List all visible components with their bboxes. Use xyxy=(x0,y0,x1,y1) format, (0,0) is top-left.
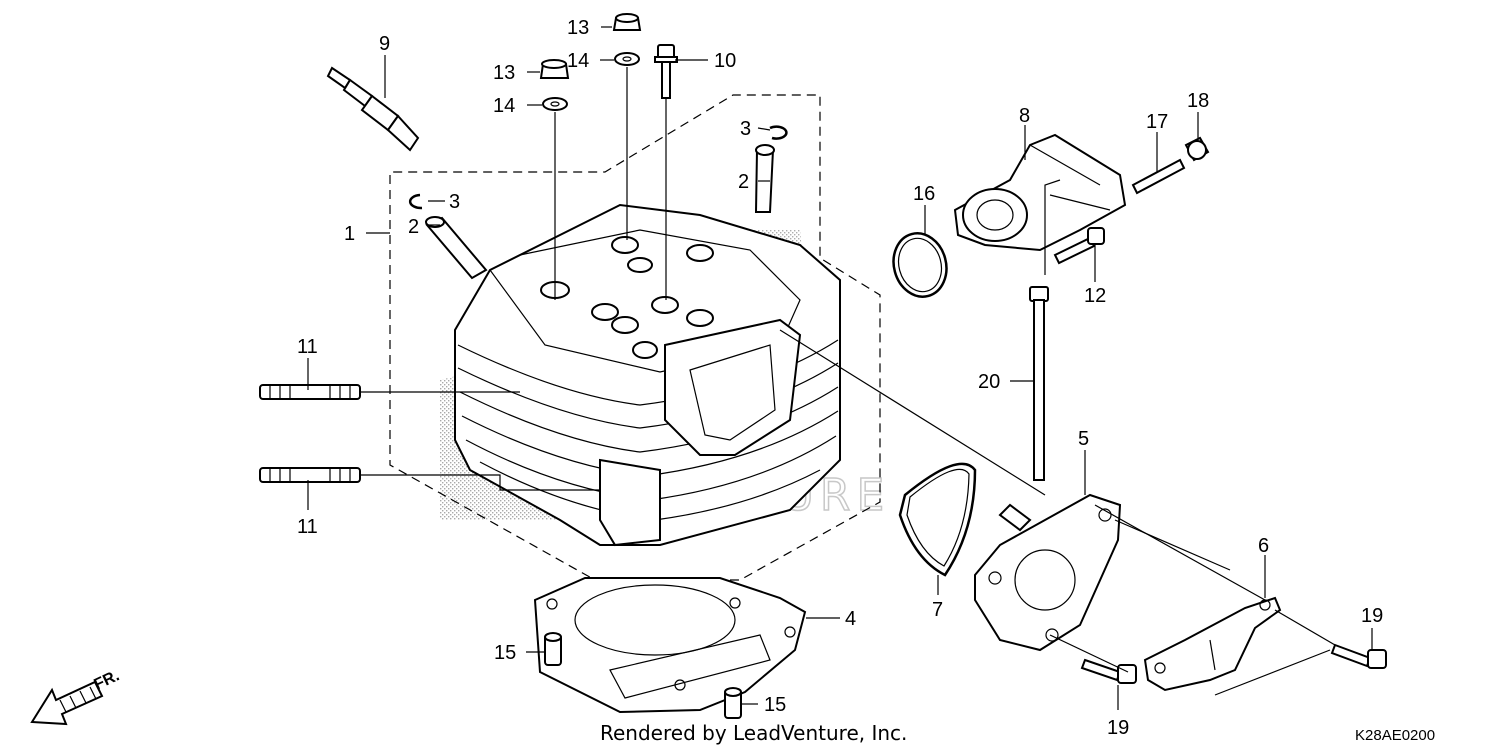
washer-upper xyxy=(614,52,640,66)
flange-bolt-12 xyxy=(1053,227,1105,265)
stud-bolt-lower xyxy=(259,467,361,483)
callout-4: 4 xyxy=(845,608,856,630)
callout-19-left: 19 xyxy=(1107,717,1129,739)
callout-14-middle: 14 xyxy=(493,95,515,117)
cover-gasket xyxy=(898,462,977,577)
callout-10: 10 xyxy=(714,50,736,72)
cylinder-head-assembly-outline xyxy=(389,94,881,581)
callout-2-left: 2 xyxy=(408,216,419,238)
long-bolt-20 xyxy=(1029,286,1049,481)
callout-1: 1 xyxy=(344,223,355,245)
dowel-pin-lower xyxy=(724,687,742,719)
callout-5: 5 xyxy=(1078,428,1089,450)
callout-14-upper: 14 xyxy=(567,50,589,72)
cap-nut-upper xyxy=(612,13,642,31)
callout-19-right: 19 xyxy=(1361,605,1383,627)
clip-right xyxy=(769,125,788,140)
front-label: FR. xyxy=(92,667,123,693)
cap-nut-middle xyxy=(539,59,570,79)
diagram-code: K28AE0200 xyxy=(1355,727,1435,744)
callout-8: 8 xyxy=(1019,105,1030,127)
spark-plug xyxy=(326,66,420,152)
callout-11-lower: 11 xyxy=(297,516,318,538)
valve-guide-right xyxy=(754,144,775,213)
callout-18: 18 xyxy=(1187,90,1209,112)
cylinder-head-gasket xyxy=(533,577,807,714)
callout-11-upper: 11 xyxy=(297,336,318,358)
intake-pipe xyxy=(953,133,1127,252)
stud-bolt-upper xyxy=(259,384,361,400)
stud-bolt-17 xyxy=(1131,158,1186,195)
callout-20: 20 xyxy=(978,371,1000,393)
flange-bolt-19-right xyxy=(1330,643,1387,669)
callout-12: 12 xyxy=(1084,285,1106,307)
callout-13-upper: 13 xyxy=(567,17,589,39)
callout-2-right: 2 xyxy=(738,171,749,193)
dowel-pin-upper xyxy=(544,632,562,666)
callout-labels: 1 2 2 3 3 4 5 6 7 8 9 10 11 11 12 13 13 … xyxy=(297,17,1383,739)
valve-guide-left xyxy=(425,216,488,280)
callout-16: 16 xyxy=(913,183,935,205)
callout-17: 17 xyxy=(1146,111,1168,133)
callout-3-right: 3 xyxy=(740,118,751,140)
callout-7: 7 xyxy=(932,599,943,621)
callout-6: 6 xyxy=(1258,535,1269,557)
callout-15-upper: 15 xyxy=(494,642,516,664)
mounting-bracket xyxy=(1143,596,1282,692)
callout-13-middle: 13 xyxy=(493,62,515,84)
cam-cover xyxy=(974,493,1122,652)
callout-3-left: 3 xyxy=(449,191,460,213)
front-arrow-icon xyxy=(30,680,104,726)
callout-9: 9 xyxy=(379,33,390,55)
callout-15-lower: 15 xyxy=(764,694,786,716)
washer-middle xyxy=(542,97,568,111)
front-direction-indicator: FR. xyxy=(30,667,123,726)
render-credit: Rendered by LeadVenture, Inc. xyxy=(600,721,907,745)
leader-lines xyxy=(307,26,1373,710)
o-ring xyxy=(892,232,948,298)
flange-bolt-10 xyxy=(654,44,678,99)
cylinder-head xyxy=(454,203,841,547)
clip-left xyxy=(408,193,423,210)
flange-nut-18 xyxy=(1184,136,1210,162)
